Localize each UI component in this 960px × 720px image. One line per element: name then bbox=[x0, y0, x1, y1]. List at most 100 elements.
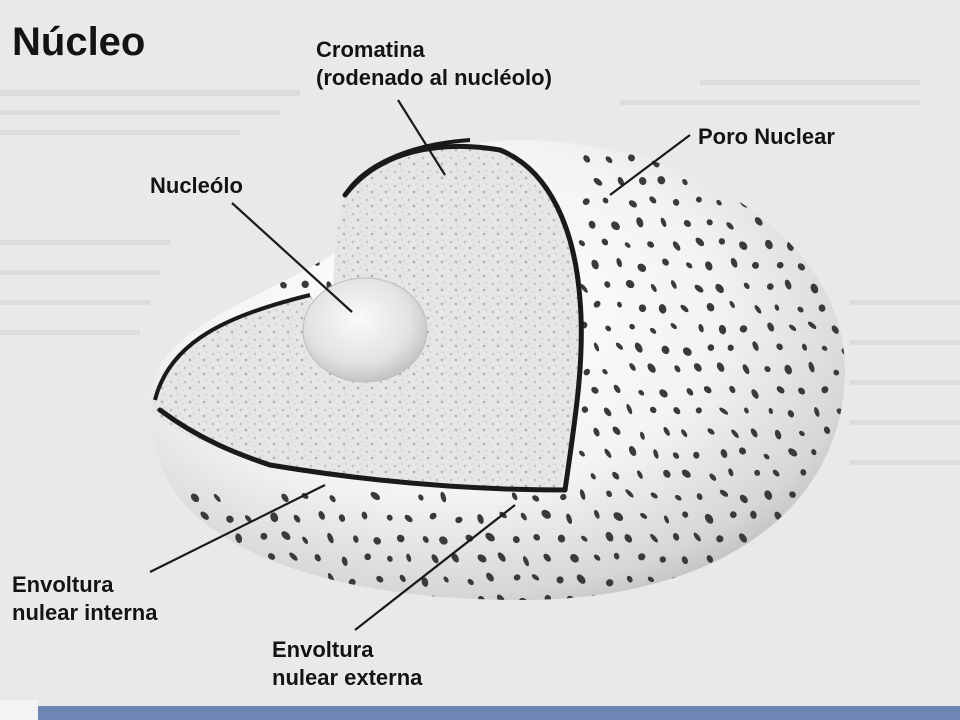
nuclear-pore-dot bbox=[649, 406, 657, 414]
nuclear-pore-dot bbox=[674, 365, 681, 373]
nuclear-pore-dot bbox=[634, 342, 643, 353]
nuclear-pore-dot bbox=[661, 345, 670, 355]
nuclear-pore-dot bbox=[658, 304, 667, 314]
nuclear-pore-dot bbox=[590, 473, 596, 480]
nuclear-pore-dot bbox=[429, 512, 437, 520]
nuclear-pore-dot bbox=[533, 533, 541, 541]
nuclear-pore-dot bbox=[629, 323, 635, 330]
nuclear-pore-dot bbox=[829, 155, 839, 165]
nuclear-pore-dot bbox=[774, 595, 782, 600]
nuclear-pore-dot bbox=[496, 594, 505, 600]
nuclear-pore-dot bbox=[180, 259, 187, 267]
nuclear-pore-dot bbox=[754, 217, 763, 226]
background-texture bbox=[0, 80, 960, 465]
nuclear-pore-dot bbox=[270, 512, 279, 523]
nuclear-pore-dot bbox=[387, 555, 393, 562]
nuclear-pore-dot bbox=[659, 389, 668, 398]
nuclear-pore-dot bbox=[628, 154, 635, 162]
nuclear-pore-dot bbox=[628, 200, 637, 208]
nuclear-pore-dot bbox=[588, 220, 596, 229]
nuclear-pore-dot bbox=[693, 451, 700, 459]
nuclear-pore-dot bbox=[729, 300, 735, 309]
nuclear-pore-dot bbox=[613, 552, 620, 560]
nuclear-pore-dot bbox=[637, 470, 643, 479]
nuclear-pore-dot bbox=[693, 532, 701, 542]
nuclear-pore-dot bbox=[268, 178, 277, 187]
nuclear-pore-dot bbox=[606, 579, 614, 587]
nuclear-pore-dot bbox=[302, 200, 310, 209]
nuclear-pore-dot bbox=[280, 572, 287, 583]
nuclear-pore-dot bbox=[719, 407, 729, 415]
nuclear-pore-dot bbox=[606, 490, 613, 498]
nuclear-pore-dot bbox=[706, 219, 713, 226]
nuclear-pore-dot bbox=[399, 574, 406, 582]
nuclear-pore-dot bbox=[613, 384, 621, 394]
nuclear-pore-dot bbox=[703, 386, 712, 394]
nuclear-pore-dot bbox=[326, 156, 333, 164]
nuclear-pore-dot bbox=[566, 513, 573, 524]
nuclear-pore-dot bbox=[729, 594, 737, 600]
nuclear-pore-dot bbox=[234, 157, 241, 165]
nuclear-pore-dot bbox=[197, 262, 206, 272]
envelope-edge-left bbox=[153, 293, 311, 401]
nuclear-pore-dot bbox=[327, 532, 334, 544]
nuclear-pore-dot bbox=[809, 493, 815, 502]
leader-envoltura-interna bbox=[149, 484, 326, 573]
nuclear-pore-dot bbox=[317, 598, 324, 600]
nuclear-pore-dot bbox=[370, 491, 380, 501]
nuclear-pore-dot bbox=[798, 598, 806, 600]
label-envoltura-externa-line2: nulear externa bbox=[272, 665, 423, 690]
nuclear-pore-dot bbox=[680, 304, 689, 313]
nuclear-pore-dot bbox=[612, 471, 620, 480]
nuclear-pore-dot bbox=[682, 511, 689, 518]
nuclear-pore-dot bbox=[844, 470, 852, 480]
nuclear-pore-dot bbox=[707, 428, 715, 435]
nuclear-pore-dot bbox=[729, 385, 736, 394]
nuclear-pore-dot bbox=[203, 557, 211, 565]
nuclear-pore-dot bbox=[743, 155, 752, 165]
nuclear-pore-dot bbox=[190, 493, 200, 503]
nuclear-pore-dot bbox=[818, 513, 828, 523]
nuclear-pore-dot bbox=[421, 577, 429, 587]
nuclear-pore-dot bbox=[773, 176, 781, 184]
nuclear-pore-dot bbox=[776, 261, 784, 269]
nuclear-pore-dot bbox=[831, 325, 839, 334]
nuclear-pore-dot bbox=[847, 261, 855, 272]
nuclear-pore-dot bbox=[636, 217, 644, 228]
nuclear-pore-dot bbox=[511, 492, 518, 501]
nuclear-pore-dot bbox=[774, 429, 782, 440]
nuclear-pore-dot bbox=[715, 155, 723, 163]
nuclear-pore-dot bbox=[579, 450, 585, 457]
nuclear-pore-dot bbox=[649, 196, 657, 204]
nuclear-pore-dot bbox=[593, 177, 603, 186]
nuclear-pore-dot bbox=[591, 386, 599, 394]
nuclear-pore-dot bbox=[789, 491, 796, 498]
nuclear-pore-dot bbox=[581, 535, 588, 542]
nuclear-pore-dot bbox=[210, 281, 217, 289]
nuclear-pore-dot bbox=[211, 199, 218, 208]
slide-bottom-bar bbox=[38, 706, 960, 720]
nuclear-pore-dot bbox=[281, 239, 287, 247]
nuclear-pore-dot bbox=[418, 494, 424, 501]
nuclear-pore-dot bbox=[785, 537, 792, 545]
nuclear-pore-dot bbox=[625, 280, 635, 289]
nuclear-pore-dot bbox=[188, 574, 197, 583]
nuclear-pore-dot bbox=[798, 387, 806, 395]
nuclear-pore-dot bbox=[406, 553, 412, 562]
nuclear-pore-dot bbox=[214, 575, 223, 583]
label-envoltura-interna-line1: Envoltura bbox=[12, 572, 114, 597]
nuclear-pore-dot bbox=[662, 258, 669, 266]
nuclear-pore-dot bbox=[512, 536, 520, 544]
nuclear-pore-dot bbox=[271, 218, 279, 227]
nuclear-pore-dot bbox=[752, 261, 759, 269]
nuclear-pore-dot bbox=[704, 513, 714, 524]
nuclear-pore-dot bbox=[199, 219, 209, 228]
nuclear-pore-dot bbox=[695, 407, 702, 414]
nucleolus bbox=[302, 277, 428, 383]
nuclear-pore-dot bbox=[683, 220, 692, 227]
nuclear-pore-dot bbox=[531, 574, 540, 581]
nuclear-pore-dot bbox=[750, 428, 758, 438]
nuclear-pore-dot bbox=[754, 554, 763, 563]
nuclear-pore-dot bbox=[200, 511, 209, 520]
nuclear-pore-dot bbox=[270, 258, 277, 267]
